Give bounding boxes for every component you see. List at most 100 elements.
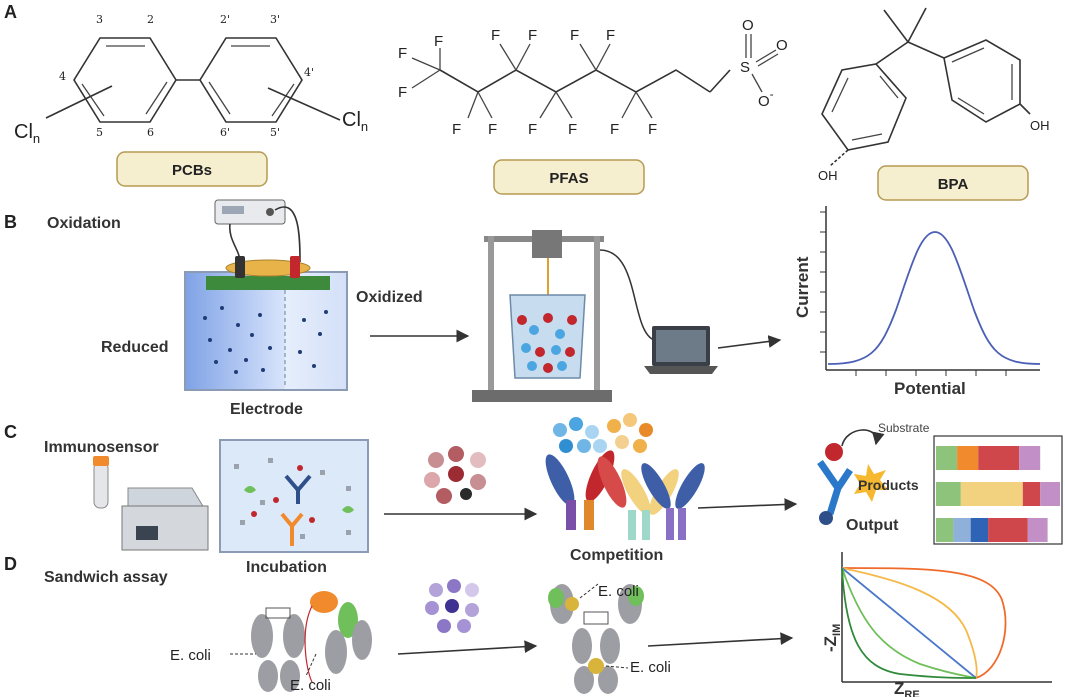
product-star [854, 464, 888, 502]
electrode-label: Electrode [230, 401, 303, 418]
output-bar-segment [988, 518, 1028, 542]
sandwich-antibody-right [548, 583, 644, 694]
impedance-curve-5 [841, 567, 977, 679]
pfas-f-7: F [528, 27, 537, 44]
output-bar-segment [953, 518, 971, 542]
electrochemical-cell [184, 199, 348, 391]
pfas-f-2: F [398, 45, 407, 62]
pfas-f-5: F [488, 121, 497, 138]
bpa-structure [821, 7, 1031, 167]
pfas-f-4: F [452, 121, 461, 138]
output-bar-segment [1027, 518, 1048, 542]
output-bar-segment [1022, 482, 1041, 506]
panel-letter-a: A [4, 2, 17, 22]
pcb-pos-6: 6 [147, 126, 154, 139]
pcb-pos-3p: 3' [270, 13, 280, 26]
arrow-d1 [397, 640, 538, 655]
pfas-f-11: F [606, 27, 615, 44]
pfas-f-8: F [528, 121, 537, 138]
immunosensor-label: Immunosensor [44, 439, 159, 456]
ecoli-label-4: E. coli [630, 659, 671, 676]
panel-letter-c: C [4, 422, 17, 442]
pfas-oxygen-bottom: O- [758, 87, 774, 110]
bpa-oh-right: OH [1030, 118, 1050, 133]
pfas-sulfur: S [740, 59, 750, 76]
pfas-f-13: F [648, 121, 657, 138]
pcb-pos-3: 3 [96, 13, 103, 26]
pcb-label: PCBs [172, 162, 212, 179]
pcb-label-pill [116, 151, 268, 187]
incubation-label: Incubation [246, 559, 327, 576]
pfas-oxygen-top: O [742, 17, 754, 34]
ecoli-label-1: E. coli [170, 647, 211, 664]
pcb-structure [45, 37, 341, 123]
impedance-curve-4 [841, 567, 977, 679]
incubation-bath [219, 439, 369, 553]
zre-axis-label: ZRE [894, 679, 920, 697]
output-label: Output [846, 517, 899, 534]
pcb-pos-4: 4 [59, 70, 66, 83]
pcb-pos-4p: 4' [304, 66, 314, 79]
oxidized-label: Oxidized [356, 289, 423, 306]
impedance-curve-1 [841, 567, 1007, 679]
products-label: Products [858, 477, 919, 493]
zim-axis-label: -ZIM [821, 624, 843, 652]
incubator-device [93, 456, 209, 551]
pfas-f-9: F [568, 121, 577, 138]
bpa-label-pill [877, 165, 1029, 201]
pcb-pos-6p: 6' [220, 126, 230, 139]
pfas-label-pill [493, 159, 645, 195]
pcb-pos-2p: 2' [220, 13, 230, 26]
output-bar-segment [960, 482, 1023, 506]
panel-letter-b: B [4, 212, 17, 232]
output-bar-segment [936, 482, 961, 506]
output-bar-panel [933, 435, 1063, 545]
current-axis-label: Current [793, 256, 812, 318]
impedance-curve-2 [841, 567, 978, 679]
output-bar-segment [936, 518, 954, 542]
output-bar-segment [978, 446, 1020, 470]
arrow-c2 [697, 498, 798, 511]
arrow-b2 [717, 335, 782, 349]
pfas-f-10: F [570, 27, 579, 44]
reduced-label: Reduced [101, 339, 169, 356]
bpa-oh-left: OH [818, 168, 838, 183]
impedance-plot [841, 552, 1052, 683]
output-bar-segment [1040, 482, 1060, 506]
pcb-cl-right: Cln [342, 109, 368, 134]
ecoli-label-2: E. coli [290, 677, 331, 694]
output-antibody [817, 429, 888, 525]
ecoli-label-3: E. coli [598, 583, 639, 600]
output-bar-segment [1019, 446, 1041, 470]
pfas-f-1: F [434, 33, 443, 50]
competition-label: Competition [570, 547, 663, 564]
pfas-label: PFAS [549, 170, 588, 187]
voltammogram-plot [820, 206, 1041, 376]
output-bar-segment [936, 446, 958, 470]
pfas-f-6: F [491, 27, 500, 44]
pfas-oxygen-right: O [776, 37, 788, 54]
output-bar-segment [957, 446, 979, 470]
analyte-cluster-purple [425, 579, 479, 633]
bpa-label: BPA [938, 176, 969, 193]
sandwich-assay-label: Sandwich assay [44, 569, 168, 586]
panel-letter-d: D [4, 554, 17, 574]
pfas-structure [411, 34, 779, 119]
potential-axis-label: Potential [894, 379, 966, 398]
oxidation-label: Oxidation [47, 215, 121, 232]
analyte-cluster-red [424, 446, 486, 504]
output-bar-segment [970, 518, 989, 542]
impedance-curve-3 [841, 567, 977, 679]
sandwich-antibody-left [230, 591, 372, 692]
pcb-cl-left: Cln [14, 121, 40, 146]
pcb-pos-5p: 5' [270, 126, 280, 139]
substrate-label: Substrate [878, 421, 930, 435]
pcb-pos-5: 5 [96, 126, 103, 139]
pcb-pos-2: 2 [147, 13, 154, 26]
voltammogram-curve [827, 231, 1041, 365]
competition-antibodies [545, 413, 705, 540]
arrow-d2 [647, 632, 794, 647]
pfas-f-12: F [610, 121, 619, 138]
sensing-setup [472, 230, 718, 402]
